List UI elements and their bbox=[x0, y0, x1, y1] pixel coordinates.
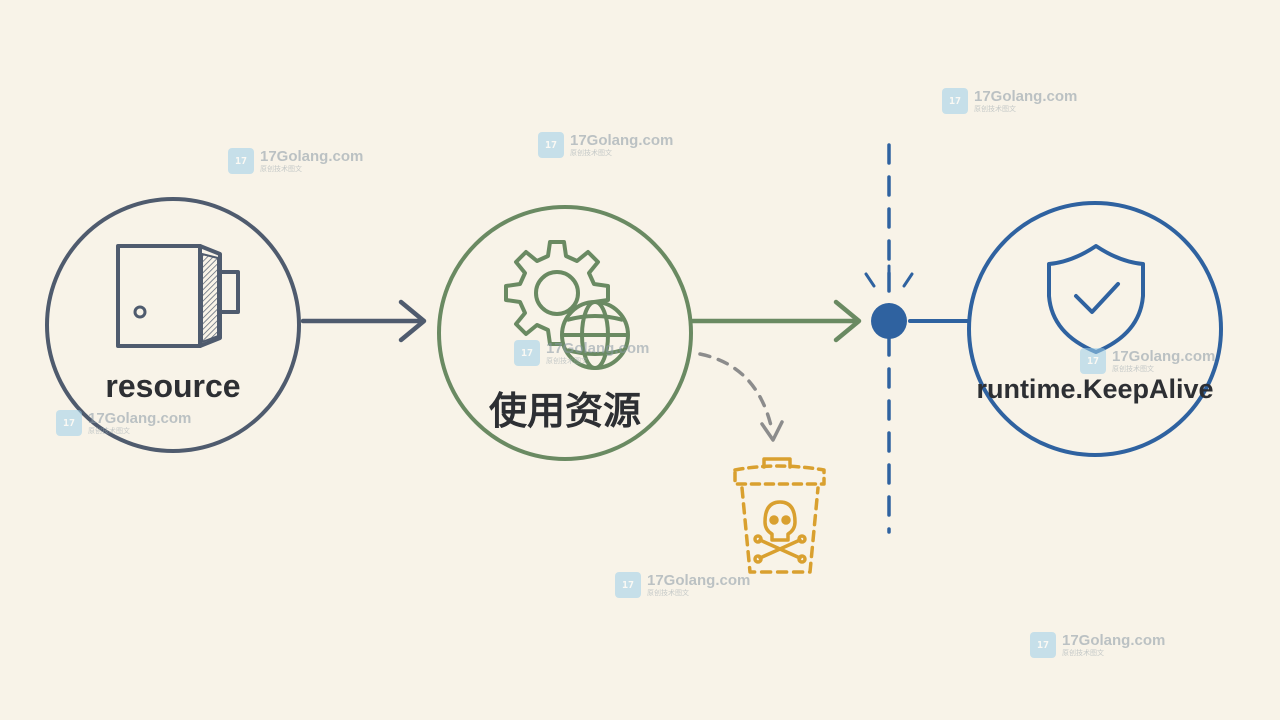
trash-skull-icon bbox=[733, 457, 826, 574]
skull-icon bbox=[753, 500, 807, 564]
globe-icon bbox=[560, 300, 630, 370]
shield-check-icon bbox=[1047, 244, 1145, 354]
arrow-use-to-keepalive bbox=[690, 299, 862, 343]
keepalive-label: runtime.KeepAlive bbox=[976, 374, 1214, 404]
keepalive-dot bbox=[871, 303, 907, 339]
use-resource-label: 使用资源 bbox=[488, 389, 641, 433]
resource-node bbox=[45, 197, 301, 453]
sparkle-marks bbox=[864, 264, 914, 288]
resource-circle bbox=[45, 197, 301, 453]
dashed-arrow-to-garbage bbox=[698, 352, 784, 442]
keepalive-node bbox=[967, 201, 1223, 457]
resource-label: resource bbox=[105, 368, 241, 404]
use-resource-circle bbox=[437, 205, 693, 461]
keepalive-point-icon bbox=[864, 143, 970, 534]
arrow-resource-to-use bbox=[300, 299, 427, 343]
door-icon bbox=[116, 244, 240, 348]
use-resource-node bbox=[437, 205, 693, 461]
keepalive-circle bbox=[967, 201, 1223, 457]
